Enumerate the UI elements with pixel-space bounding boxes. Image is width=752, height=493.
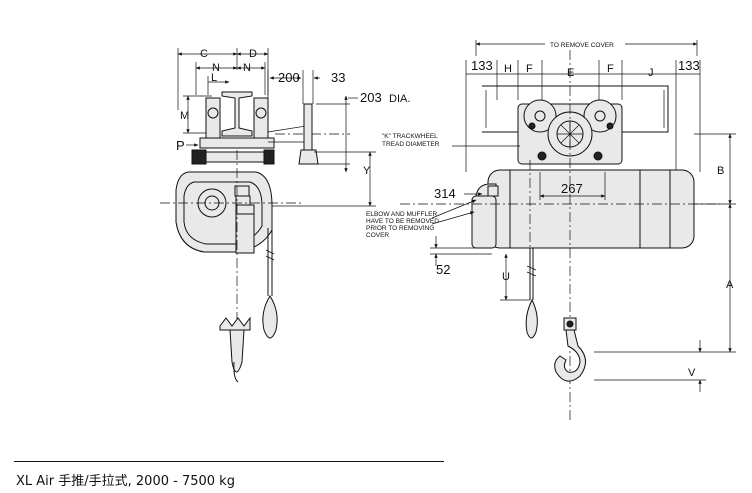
dim-d-label: D xyxy=(249,48,257,60)
dim-267-label: 267 xyxy=(561,181,583,196)
to-remove-cover-label: TO REMOVE COVER xyxy=(550,42,614,49)
side-view: C D N N L M P xyxy=(160,48,410,383)
dim-b-label: B xyxy=(717,165,724,177)
dim-f-right-label: F xyxy=(607,63,614,75)
elbow-note-line3: PRIOR TO REMOVING xyxy=(366,225,434,232)
dim-n-right-label: N xyxy=(243,62,251,74)
dim-133-right-label: 133 xyxy=(678,58,700,73)
trackwheel-label-line2: TREAD DIAMETER xyxy=(382,141,440,148)
dim-203-label: 203 xyxy=(360,90,382,105)
figure-caption: XL Air 手推/手拉式, 2000 - 7500 kg xyxy=(16,474,235,489)
dim-y-label: Y xyxy=(363,165,371,177)
dim-133-left-label: 133 xyxy=(471,58,493,73)
dim-v-label: V xyxy=(688,367,696,379)
dim-33-label: 33 xyxy=(331,70,345,85)
dim-m-label: M xyxy=(180,110,189,122)
dim-e-label: E xyxy=(567,67,574,79)
dim-200-label: 200 xyxy=(278,70,300,85)
elbow-note-line2: HAVE TO BE REMOVED xyxy=(366,218,439,225)
dim-n-left-label: N xyxy=(212,62,220,74)
dim-l-label: L xyxy=(211,72,217,84)
dim-f-left-label: F xyxy=(526,63,533,75)
front-view: TO REMOVE COVER 133 H F E F J 133 xyxy=(366,40,736,420)
dim-a-label: A xyxy=(726,279,734,291)
dim-c-label: C xyxy=(200,48,208,60)
elbow-note-line1: ELBOW AND MUFFLER xyxy=(366,211,437,218)
dim-j-label: J xyxy=(648,67,654,79)
hook-icon xyxy=(554,317,586,382)
dim-h-label: H xyxy=(504,63,512,75)
dim-p-label: P xyxy=(176,138,185,153)
dim-u-label: U xyxy=(502,271,510,283)
dim-314-label: 314 xyxy=(434,186,456,201)
trackwheel-label-line1: "K" TRACKWHEEL xyxy=(382,133,438,140)
caption-rule xyxy=(14,461,444,462)
dia-label: DIA. xyxy=(389,93,410,105)
elbow-note-line4: COVER xyxy=(366,232,389,239)
technical-drawing: C D N N L M P xyxy=(160,40,736,420)
dim-52-label: 52 xyxy=(436,262,450,277)
